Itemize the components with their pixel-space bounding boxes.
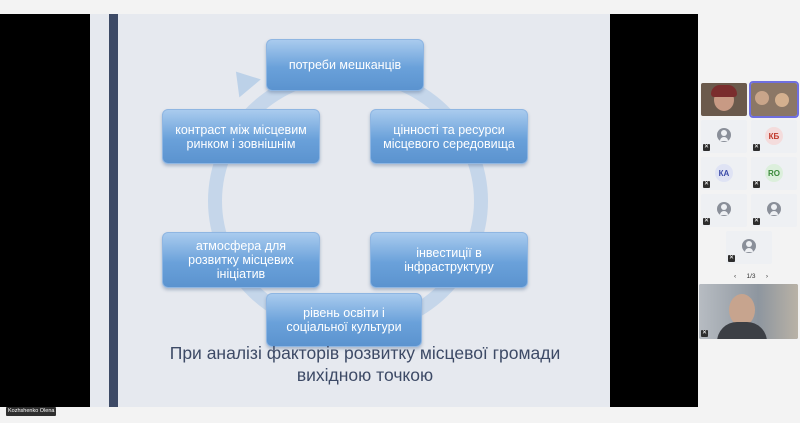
participant-tile[interactable]: ✕ [751, 194, 797, 227]
participant-pager: ‹ 1/3 › [734, 271, 768, 281]
speaker-face [729, 294, 755, 326]
presentation-slide: потреби мешканців цінності та ресурси мі… [90, 14, 610, 407]
participant-video-tile[interactable] [749, 81, 799, 118]
mic-muted-icon: ✕ [753, 144, 760, 151]
presenter-name-tag: Kozhshenko Olena [6, 407, 57, 416]
mic-muted-icon: ✕ [703, 144, 710, 151]
participant-video-tile[interactable] [701, 83, 747, 116]
participant-tile[interactable]: RO ✕ [751, 157, 797, 190]
slide-caption-line-2: вихідною точкою [296, 365, 434, 385]
participant-avatar: RO [765, 164, 783, 182]
cycle-arrow-icon [225, 62, 261, 98]
mic-muted-icon: ✕ [701, 330, 708, 337]
mic-muted-icon: ✕ [703, 181, 710, 188]
participant-hair [711, 85, 737, 97]
participant-face [775, 93, 789, 107]
person-icon [717, 202, 731, 216]
screen-share-area: потреби мешканців цінності та ресурси мі… [0, 14, 698, 407]
participant-tile[interactable]: КА ✕ [701, 157, 747, 190]
person-icon [742, 239, 756, 253]
participant-tile[interactable]: КБ ✕ [751, 120, 797, 153]
participant-tile[interactable]: ✕ [701, 120, 747, 153]
participant-initials: КБ [768, 131, 780, 141]
participant-initials: КА [718, 168, 730, 178]
pager-label: 1/3 [746, 272, 756, 280]
speaker-shoulders [717, 322, 767, 339]
mic-muted-icon: ✕ [703, 218, 710, 225]
cycle-node-residents-needs: потреби мешканців [266, 39, 424, 91]
slide-accent-bar [109, 14, 118, 407]
cycle-node-market-contrast: контраст між місцевим ринком і зовнішнім [162, 109, 320, 164]
participant-avatar: КБ [765, 127, 783, 145]
mic-muted-icon: ✕ [728, 255, 735, 262]
mic-muted-icon: ✕ [753, 218, 760, 225]
participant-face [755, 91, 769, 105]
participant-tile[interactable]: ✕ [726, 231, 772, 264]
cycle-node-education: рівень освіти і соціальної культури [266, 293, 422, 347]
participant-initials: RO [768, 168, 780, 178]
slide-caption: При аналізі факторів розвитку місцевої г… [120, 342, 610, 386]
cycle-node-infrastructure: інвестиції в інфраструктуру [370, 232, 528, 288]
participant-avatar: КА [715, 164, 733, 182]
cycle-node-initiatives: атмосфера для розвитку місцевих ініціати… [162, 232, 320, 288]
slide-caption-line-1: При аналізі факторів розвитку місцевої г… [169, 343, 561, 363]
cycle-node-values-resources: цінності та ресурси місцевого середовища [370, 109, 528, 164]
person-icon [717, 128, 731, 142]
pager-next-button[interactable]: › [765, 272, 768, 280]
speaker-video[interactable]: ✕ [699, 284, 798, 339]
participant-tile[interactable]: ✕ [701, 194, 747, 227]
person-icon [767, 202, 781, 216]
pager-prev-button[interactable]: ‹ [734, 272, 737, 280]
mic-muted-icon: ✕ [753, 181, 760, 188]
